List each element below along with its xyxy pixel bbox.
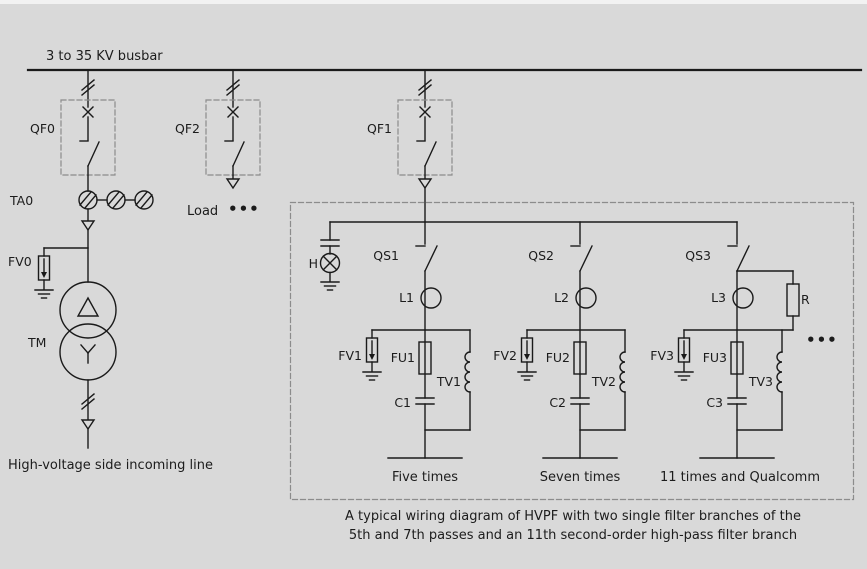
qs2-label: QS2 <box>528 248 554 263</box>
page-edge <box>0 0 867 4</box>
tv1-winding-icon <box>464 351 471 393</box>
filter-branch-3: R ••• QS3 L3 FV3 FU3 C3 TV3 11 times and… <box>650 221 838 485</box>
qf1-breaker-group: QF1 <box>367 70 453 223</box>
l3-reactor-icon <box>732 287 754 309</box>
tv3-winding-icon <box>776 351 783 393</box>
current-transformer-icon <box>134 190 154 210</box>
filter-continuation-dots: ••• <box>806 331 838 349</box>
diagram-caption-line2: 5th and 7th passes and an 11th second-or… <box>349 528 797 543</box>
load-continuation-dots: ••• <box>228 200 260 218</box>
fv0-label: FV0 <box>8 254 32 269</box>
ta0-label: TA0 <box>9 193 33 208</box>
fv2-arrester-icon <box>518 330 536 380</box>
filter-branch-1: QS1 L1 FV1 FU1 C1 TV1 Five times <box>338 221 471 485</box>
capacitor-icon <box>320 239 340 247</box>
busbar-label: 3 to 35 KV busbar <box>46 49 163 64</box>
l2-label: L2 <box>554 290 569 305</box>
qf0-breaker-group: QF0 <box>30 70 116 175</box>
wye-winding-icon <box>80 344 96 364</box>
c3-label: C3 <box>706 395 723 410</box>
tv2-winding-icon <box>619 351 626 393</box>
c3-capacitor-icon <box>727 397 747 405</box>
breaker-switch-icon <box>80 70 99 175</box>
tv1-label: TV1 <box>436 374 461 389</box>
incoming-line-group: TA0 FV0 TM High-voltage side incoming <box>8 174 213 473</box>
breaker-switch-icon <box>225 70 244 175</box>
qf1-label: QF1 <box>367 121 392 136</box>
qs3-label: QS3 <box>685 248 711 263</box>
tm-label: TM <box>27 335 46 350</box>
qs1-label: QS1 <box>373 248 399 263</box>
fu2-label: FU2 <box>546 350 570 365</box>
fu1-label: FU1 <box>391 350 415 365</box>
fv0-arrester-icon <box>35 248 53 298</box>
tm-transformer <box>59 281 117 381</box>
c1-label: C1 <box>394 395 411 410</box>
current-transformer-icon <box>78 190 98 210</box>
r-label: R <box>801 292 810 307</box>
tv2-label: TV2 <box>591 374 616 389</box>
l1-label: L1 <box>399 290 414 305</box>
ground-icon <box>320 281 340 291</box>
branch-3-caption: 11 times and Qualcomm <box>660 470 820 485</box>
fv3-arrester-icon <box>675 330 693 380</box>
c2-label: C2 <box>549 395 566 410</box>
diagram-caption-line1: A typical wiring diagram of HVPF with tw… <box>345 509 801 524</box>
filter-branch-2: QS2 L2 FV2 FU2 C2 TV2 Seven times <box>493 221 626 485</box>
filter-box <box>289 201 855 501</box>
l1-reactor-icon <box>420 287 442 309</box>
qf2-breaker-group: QF2 Load ••• <box>175 70 261 219</box>
load-label: Load <box>187 204 218 219</box>
fv1-arrester-icon <box>363 330 381 380</box>
current-transformer-icon <box>106 190 126 210</box>
qs1-switch-icon <box>415 245 438 272</box>
fu3-label: FU3 <box>703 350 727 365</box>
fv1-label: FV1 <box>338 348 362 363</box>
connector-arrow-icon <box>81 220 95 231</box>
tv3-label: TV3 <box>748 374 773 389</box>
lamp-icon <box>319 252 341 274</box>
h-lamp-group: H <box>309 221 341 291</box>
branch-2-caption: Seven times <box>540 470 621 485</box>
c2-capacitor-icon <box>570 397 590 405</box>
l3-label: L3 <box>711 290 726 305</box>
r-resistor-icon <box>786 283 800 317</box>
branch-1-caption: Five times <box>392 470 458 485</box>
breaker-switch-icon <box>417 70 436 175</box>
connector-arrow-icon <box>226 178 240 189</box>
incoming-line-caption: High-voltage side incoming line <box>8 458 213 473</box>
connector-arrow-icon <box>81 419 95 430</box>
fv3-label: FV3 <box>650 348 674 363</box>
fv2-label: FV2 <box>493 348 517 363</box>
h-label: H <box>309 256 318 271</box>
qf0-label: QF0 <box>30 121 55 136</box>
connector-arrow-icon <box>418 178 432 189</box>
l2-reactor-icon <box>575 287 597 309</box>
delta-winding-icon <box>76 296 100 317</box>
c1-capacitor-icon <box>415 397 435 405</box>
qf2-label: QF2 <box>175 121 200 136</box>
qs3-switch-icon <box>727 245 750 272</box>
qs2-switch-icon <box>570 245 593 272</box>
